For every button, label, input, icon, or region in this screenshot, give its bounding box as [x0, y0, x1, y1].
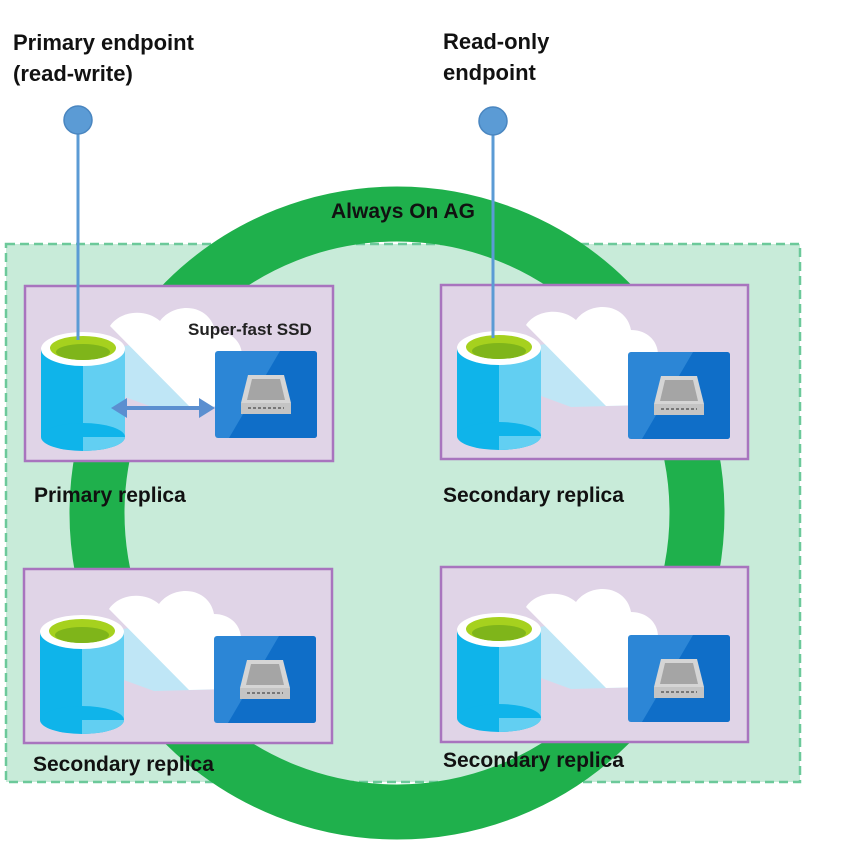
always-on-ag-ring [69, 186, 725, 840]
super-fast-ssd-label: Super-fast SSD [188, 320, 312, 339]
readonly-endpoint-node [478, 106, 508, 136]
ssd-icon [627, 351, 731, 440]
primary-endpoint-node [63, 105, 93, 135]
readonly-endpoint-label-line2: endpoint [443, 60, 536, 85]
secondary-replica-label-bottom-right: Secondary replica [443, 749, 624, 772]
primary-endpoint-connector [63, 105, 93, 340]
ssd-icon [213, 635, 317, 724]
readonly-endpoint-connector [478, 106, 508, 338]
ssd-icon [214, 350, 318, 439]
primary-endpoint-label: Primary endpoint (read-write) [13, 27, 194, 89]
replica-box-primary [23, 284, 335, 463]
replica-box-secondary-top-right [439, 283, 750, 461]
ssd-icon [627, 634, 731, 723]
primary-replica-label: Primary replica [34, 484, 186, 507]
secondary-replica-label-top-right: Secondary replica [443, 484, 624, 507]
secondary-replica-label-bottom-left: Secondary replica [33, 753, 214, 776]
replica-box-secondary-bottom-left [22, 567, 334, 745]
primary-endpoint-label-line2: (read-write) [13, 61, 133, 86]
always-on-ag-label: Always On AG [331, 200, 475, 223]
readonly-endpoint-label-line1: Read-only [443, 29, 550, 54]
db-ssd-arrow [111, 398, 215, 418]
replica-box-secondary-bottom-right [439, 565, 750, 744]
primary-endpoint-label-line1: Primary endpoint [13, 30, 194, 55]
readonly-endpoint-label: Read-only endpoint [443, 26, 549, 88]
